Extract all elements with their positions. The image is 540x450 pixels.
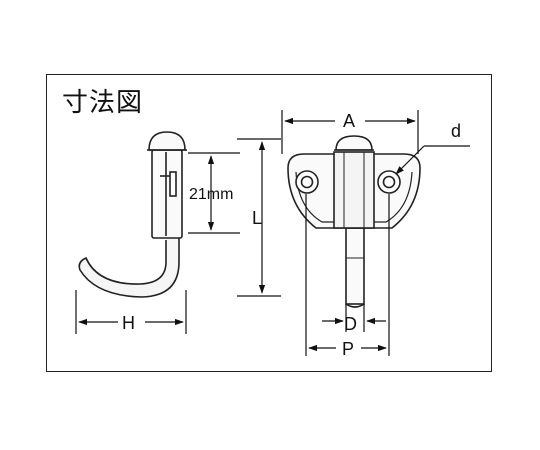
- dim-21mm-label: 21mm: [189, 186, 233, 203]
- dim-P-label: P: [342, 339, 354, 359]
- dim-21mm: [188, 152, 240, 234]
- center-boss: [333, 151, 375, 229]
- dim-H-label: H: [122, 313, 135, 333]
- hook-shaft: [345, 227, 365, 305]
- hook-head: [148, 131, 186, 151]
- front-head: [335, 135, 373, 151]
- dim-P: [305, 194, 390, 356]
- dim-L-label: L: [252, 208, 262, 228]
- dim-A: [281, 110, 419, 154]
- hook-body: [78, 172, 180, 298]
- dim-d-leader: [395, 145, 470, 175]
- dim-L: [237, 138, 281, 297]
- screw-hole-right: [377, 170, 401, 194]
- dim-D: [322, 304, 386, 332]
- dim-D-label: D: [344, 314, 357, 334]
- hook-shank: [151, 149, 183, 239]
- dim-A-label: A: [343, 111, 355, 131]
- dim-H: [75, 290, 187, 334]
- hook-side-view: [78, 131, 187, 298]
- screw-hole-left: [295, 170, 319, 194]
- dim-d-label: d: [451, 121, 461, 141]
- hook-front-view: [287, 135, 421, 308]
- diagram-title: 寸法図: [62, 88, 144, 118]
